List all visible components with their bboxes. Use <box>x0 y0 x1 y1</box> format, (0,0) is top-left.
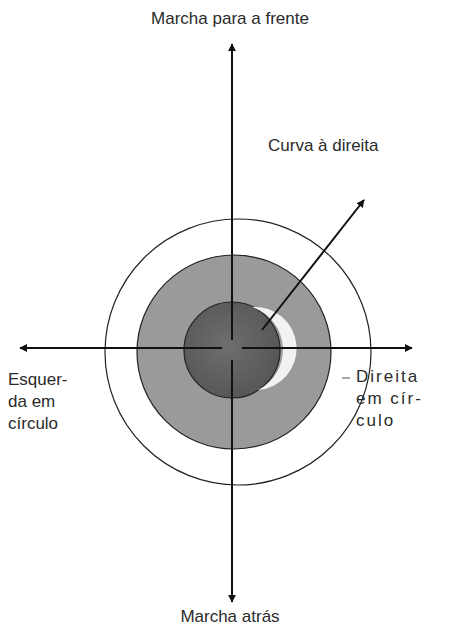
left-label: Esquer- da em círculo <box>8 369 70 435</box>
outer-ring <box>105 219 371 485</box>
right-arrow <box>242 347 412 349</box>
reverse-label: Marcha atrás <box>130 606 330 628</box>
curve-arrow <box>262 200 364 330</box>
forward-label: Marcha para a frente <box>130 8 330 30</box>
base-disc <box>137 255 331 449</box>
leader-tick <box>342 378 350 379</box>
forward-arrow <box>231 44 233 340</box>
left-arrow <box>20 347 222 349</box>
curve-label: Curva à direita <box>268 135 418 157</box>
reverse-arrow <box>231 360 233 602</box>
right-label: Direita em cír- culo <box>356 366 446 432</box>
